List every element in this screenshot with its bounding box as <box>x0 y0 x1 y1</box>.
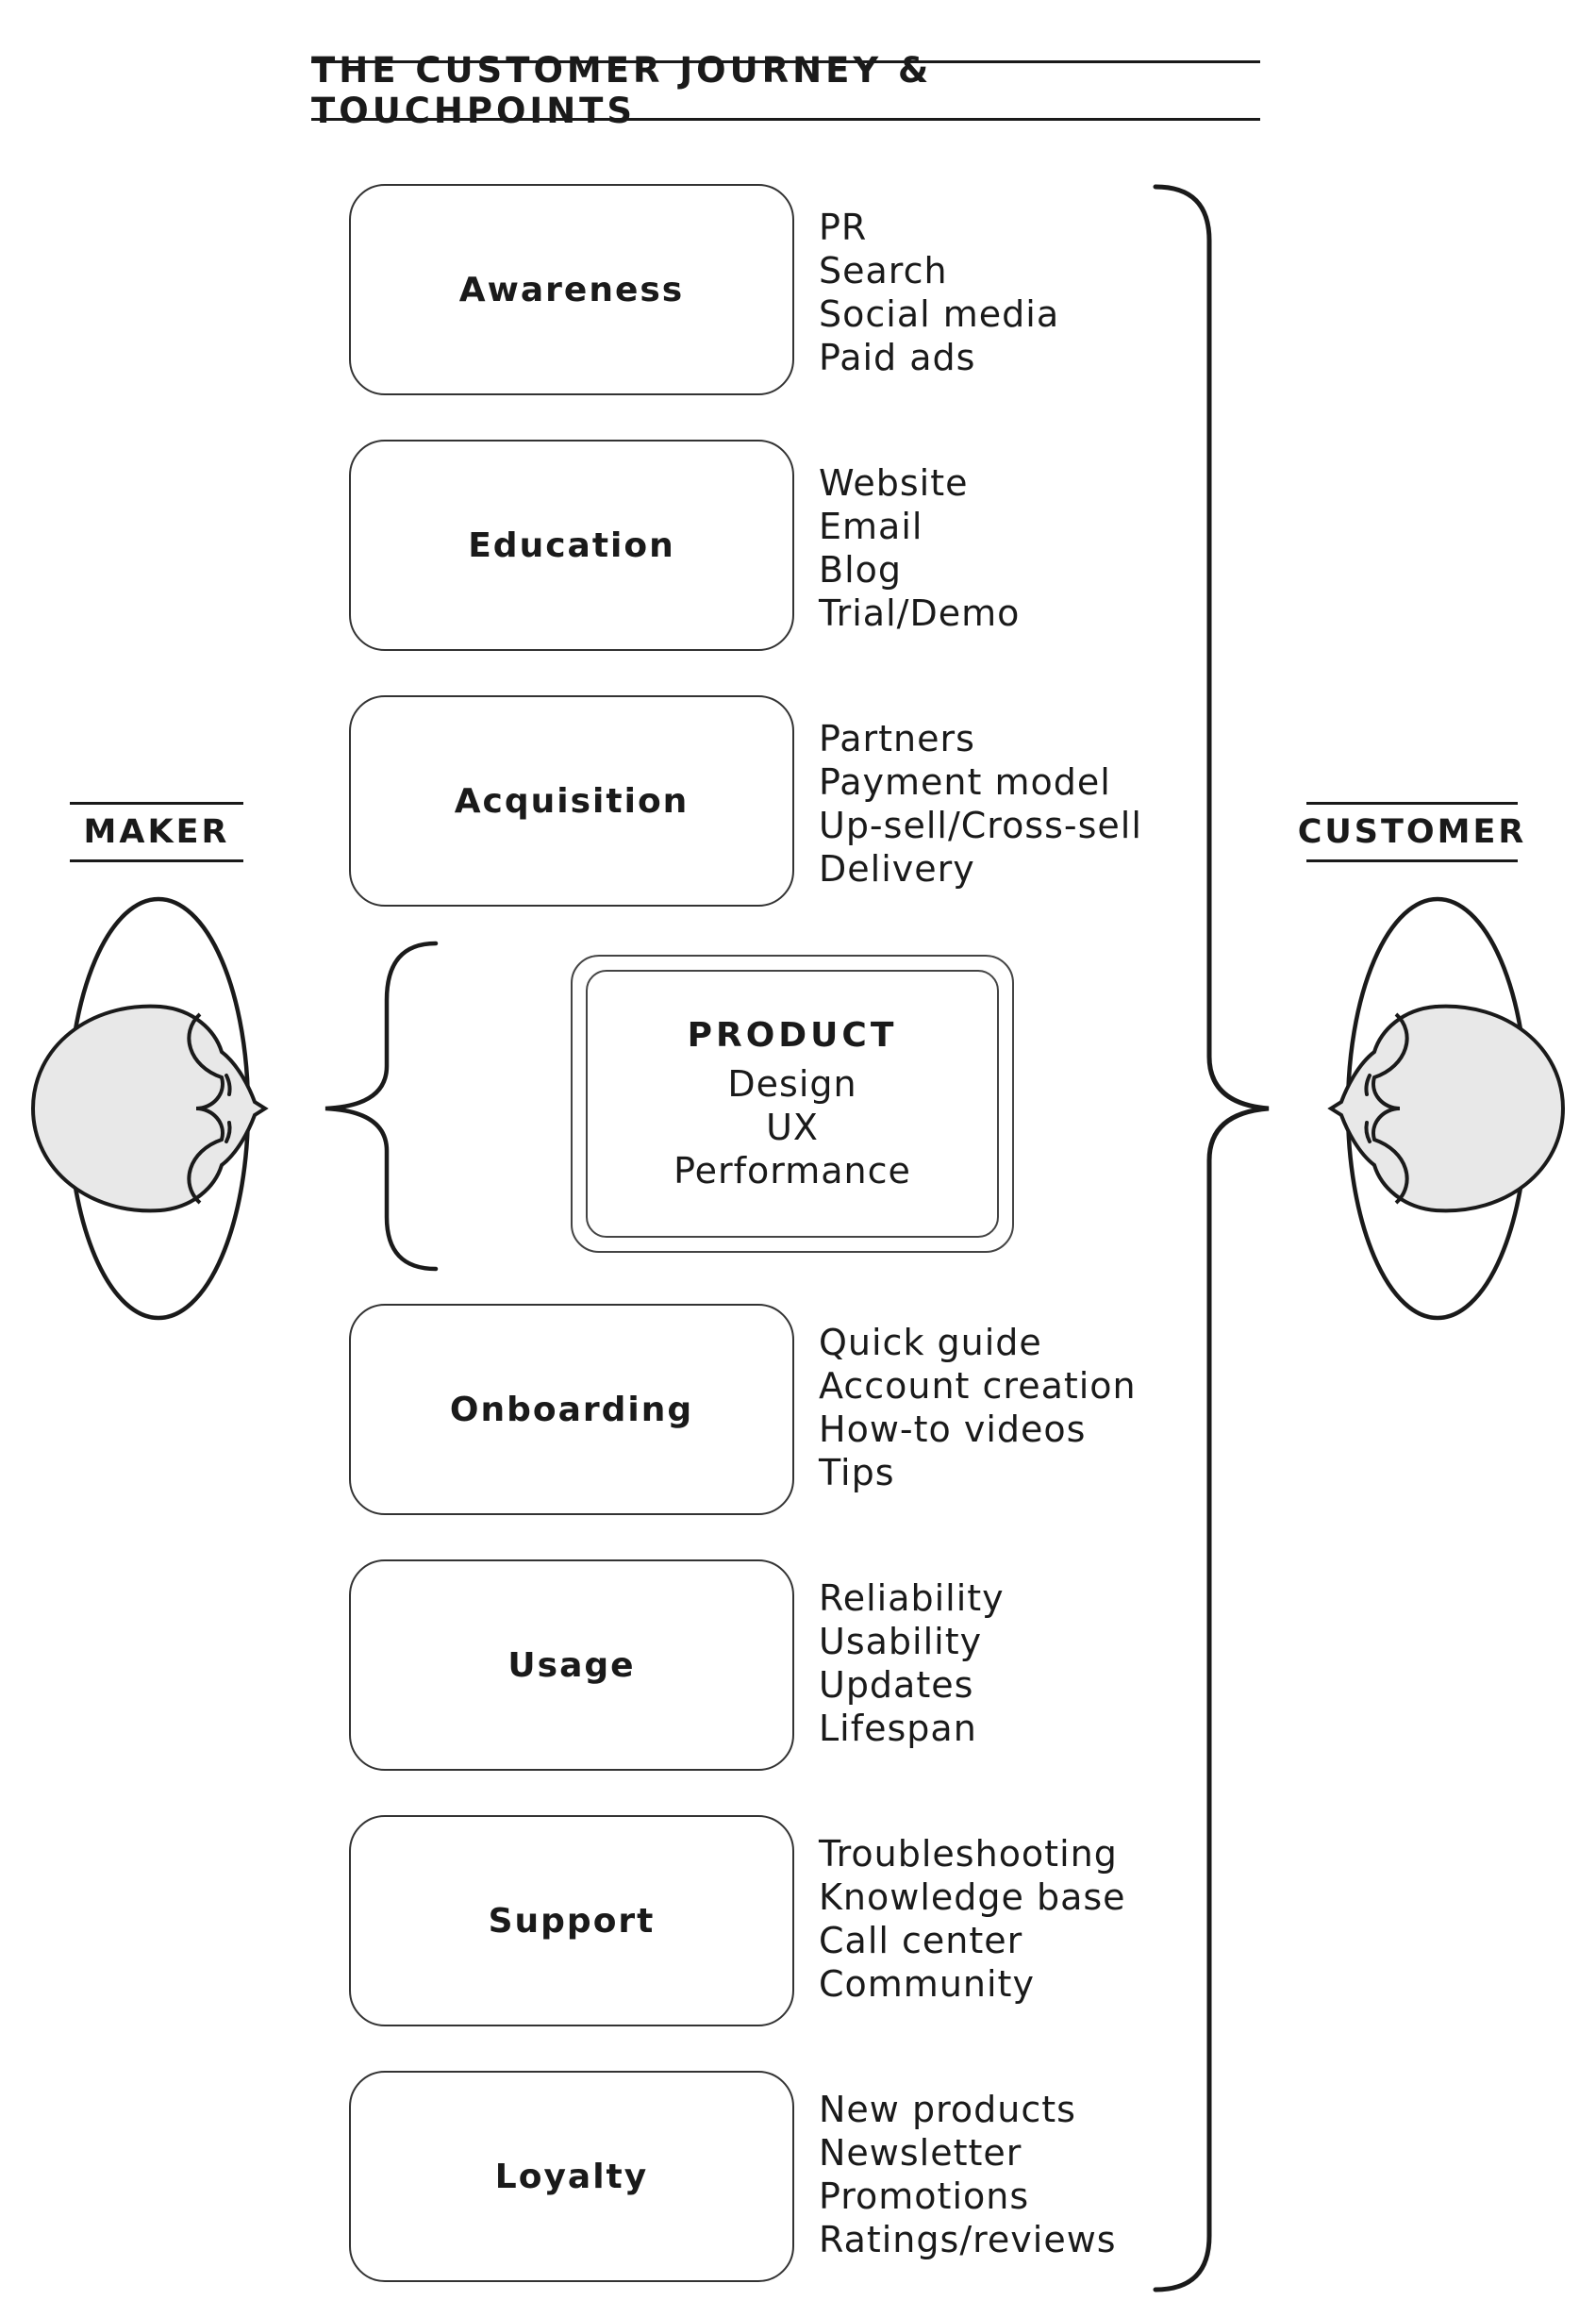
customer-head-icon <box>1327 896 1566 1321</box>
touchpoint-item: How-to videos <box>819 1409 1087 1450</box>
maker-brace <box>324 941 439 1272</box>
stage-onboarding: Onboarding <box>349 1304 794 1515</box>
touchpoint-item: New products <box>819 2089 1076 2130</box>
touchpoints-support: Troubleshooting Knowledge base Call cent… <box>819 1832 1126 2006</box>
touchpoint-item: Promotions <box>819 2175 1030 2217</box>
stage-label: Acquisition <box>454 781 690 821</box>
touchpoint-item: Email <box>819 506 923 547</box>
touchpoint-item: Quick guide <box>819 1322 1042 1363</box>
touchpoint-item: Payment model <box>819 761 1111 803</box>
touchpoint-item: Community <box>819 1963 1035 2005</box>
product-attribute: Performance <box>673 1149 911 1192</box>
stage-label: Awareness <box>458 270 685 309</box>
diagram-title: THE CUSTOMER JOURNEY & TOUCHPOINTS <box>311 50 933 131</box>
touchpoint-item: Delivery <box>819 848 975 890</box>
touchpoint-item: Call center <box>819 1920 1023 1961</box>
touchpoint-item: Troubleshooting <box>819 1833 1118 1875</box>
touchpoint-item: Partners <box>819 718 975 759</box>
maker-label-banner: MAKER <box>70 802 243 862</box>
stage-awareness: Awareness <box>349 184 794 395</box>
stage-label: Usage <box>507 1645 636 1685</box>
product-attributes: Design UX Performance <box>673 1062 911 1192</box>
customer-label-banner: CUSTOMER <box>1298 802 1523 862</box>
stage-label: Onboarding <box>449 1390 694 1429</box>
touchpoint-item: Social media <box>819 293 1060 335</box>
title-banner: THE CUSTOMER JOURNEY & TOUCHPOINTS <box>311 50 1260 131</box>
touchpoint-item: Paid ads <box>819 337 976 378</box>
touchpoints-onboarding: Quick guide Account creation How-to vide… <box>819 1321 1137 1494</box>
touchpoints-usage: Reliability Usability Updates Lifespan <box>819 1576 1005 1750</box>
touchpoint-item: Website <box>819 462 969 504</box>
touchpoint-item: Search <box>819 250 948 292</box>
product-attribute: Design <box>727 1062 857 1105</box>
touchpoint-item: Usability <box>819 1621 983 1662</box>
touchpoint-item: Ratings/reviews <box>819 2219 1117 2260</box>
stage-label: Education <box>468 525 675 565</box>
maker-label: MAKER <box>83 813 230 851</box>
stage-loyalty: Loyalty <box>349 2071 794 2282</box>
product-title: PRODUCT <box>687 1015 898 1055</box>
touchpoint-item: Blog <box>819 549 902 591</box>
stage-education: Education <box>349 440 794 651</box>
touchpoint-item: Reliability <box>819 1577 1005 1619</box>
product-box-inner: PRODUCT Design UX Performance <box>586 970 999 1238</box>
touchpoint-item: Knowledge base <box>819 1876 1126 1918</box>
touchpoints-acquisition: Partners Payment model Up-sell/Cross-sel… <box>819 717 1142 891</box>
product-attribute: UX <box>766 1106 819 1148</box>
touchpoint-item: Up-sell/Cross-sell <box>819 805 1142 846</box>
touchpoints-education: Website Email Blog Trial/Demo <box>819 461 1020 635</box>
touchpoint-item: Tips <box>819 1452 895 1493</box>
touchpoint-item: PR <box>819 207 868 248</box>
maker-head-icon <box>30 896 269 1321</box>
touchpoint-item: Lifespan <box>819 1708 977 1749</box>
touchpoint-item: Account creation <box>819 1365 1137 1407</box>
product-box: PRODUCT Design UX Performance <box>571 955 1014 1253</box>
stage-usage: Usage <box>349 1559 794 1771</box>
touchpoint-item: Updates <box>819 1664 974 1706</box>
stage-acquisition: Acquisition <box>349 695 794 907</box>
customer-label: CUSTOMER <box>1297 813 1527 851</box>
stage-support: Support <box>349 1815 794 2026</box>
touchpoint-item: Trial/Demo <box>819 592 1021 634</box>
touchpoints-loyalty: New products Newsletter Promotions Ratin… <box>819 2088 1117 2261</box>
stage-label: Support <box>488 1901 656 1941</box>
customer-brace <box>1153 184 1270 2292</box>
stage-label: Loyalty <box>494 2157 649 2196</box>
touchpoints-awareness: PR Search Social media Paid ads <box>819 206 1059 379</box>
touchpoint-item: Newsletter <box>819 2132 1022 2174</box>
